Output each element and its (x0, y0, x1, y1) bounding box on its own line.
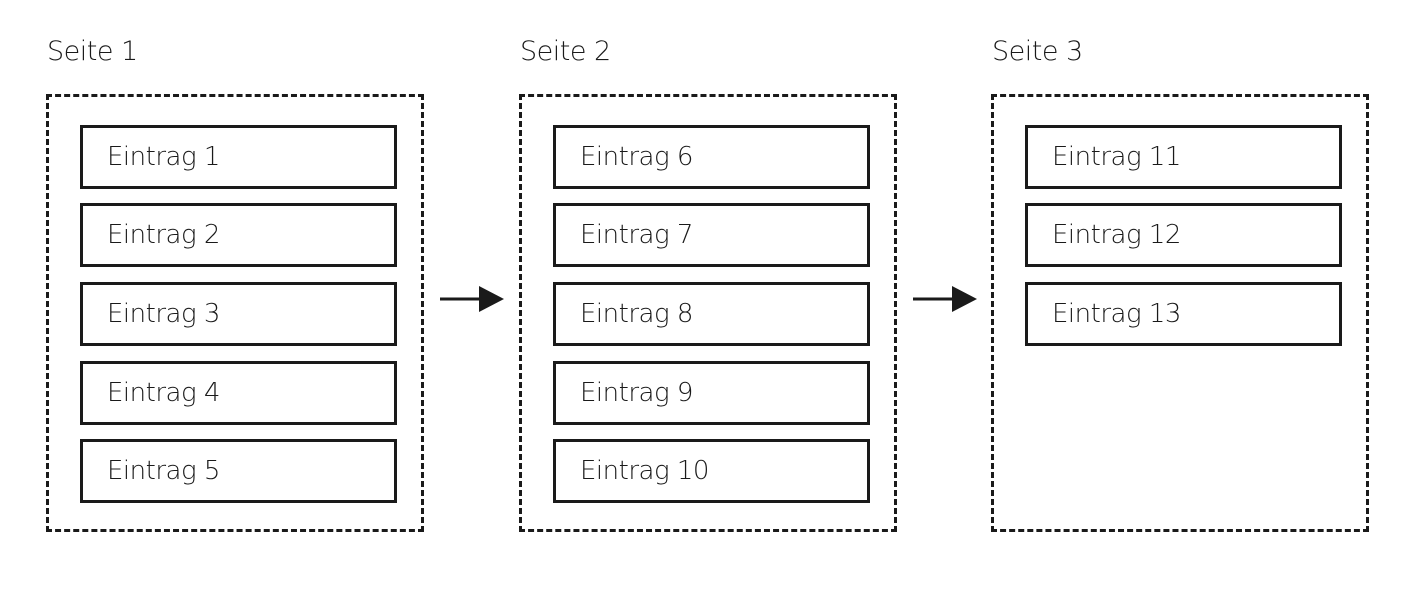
entry-10: Eintrag 10 (553, 439, 870, 503)
entry-7: Eintrag 7 (553, 203, 870, 267)
arrow-right-icon (440, 286, 504, 312)
entry-12: Eintrag 12 (1025, 203, 1342, 267)
entry-6: Eintrag 6 (553, 125, 870, 189)
arrow-right-icon (913, 286, 977, 312)
page-3-title: Seite 3 (992, 36, 1083, 67)
page-1-title: Seite 1 (47, 36, 138, 67)
entry-2: Eintrag 2 (80, 203, 397, 267)
entry-13: Eintrag 13 (1025, 282, 1342, 346)
page-2-box: Eintrag 6 Eintrag 7 Eintrag 8 Eintrag 9 … (519, 94, 897, 532)
entry-9: Eintrag 9 (553, 361, 870, 425)
entry-8: Eintrag 8 (553, 282, 870, 346)
page-2-title: Seite 2 (520, 36, 611, 67)
page-3-box: Eintrag 11 Eintrag 12 Eintrag 13 (991, 94, 1369, 532)
entry-1: Eintrag 1 (80, 125, 397, 189)
entry-11: Eintrag 11 (1025, 125, 1342, 189)
entry-4: Eintrag 4 (80, 361, 397, 425)
entry-3: Eintrag 3 (80, 282, 397, 346)
page-1-box: Eintrag 1 Eintrag 2 Eintrag 3 Eintrag 4 … (46, 94, 424, 532)
entry-5: Eintrag 5 (80, 439, 397, 503)
